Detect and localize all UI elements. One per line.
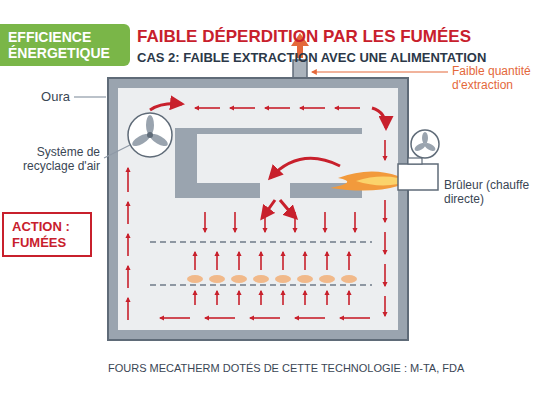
flow-arrow [127, 266, 129, 288]
flow-arrow [270, 158, 340, 178]
flow-arrow [372, 108, 386, 128]
flow-arrow [205, 317, 235, 319]
flow-arrow [127, 168, 129, 192]
flow-arrow [282, 291, 284, 305]
product [341, 275, 357, 283]
air-flow-arrows [128, 104, 386, 320]
oven-housing [108, 78, 408, 340]
flow-arrow [384, 232, 386, 254]
flow-arrow [304, 291, 306, 305]
flow-arrow [384, 264, 386, 286]
flow-arrow [234, 212, 236, 232]
category-banner: EFFICIENCE ÉNERGETIQUE [0, 24, 130, 66]
flow-arrow [238, 291, 240, 305]
part-label: Brûleur (chauffe directe) [444, 178, 546, 207]
flow-arrow [300, 107, 325, 109]
products [187, 275, 357, 283]
flow-arrow [335, 107, 360, 109]
flow-arrow [127, 202, 129, 224]
flow-arrow [204, 212, 206, 232]
caption: FOURS MECATHERM DOTÉS DE CETTE TECHNOLOG… [108, 362, 538, 374]
flow-arrow [127, 234, 129, 256]
recycling-fan [128, 113, 172, 157]
flow-arrow [265, 107, 290, 109]
flow-arrow [384, 140, 386, 160]
flow-arrow [295, 317, 325, 319]
label-text: Oura [6, 89, 70, 105]
conveyor [150, 284, 372, 286]
label-text: Brûleur (chauffe directe) [444, 178, 546, 207]
part-label: Système de recyclage d'air [6, 145, 100, 174]
product [253, 275, 269, 283]
inner-shelf [175, 183, 260, 198]
node-text: EFFICIENCE ÉNERGETIQUE [8, 29, 122, 61]
label-text: Système de recyclage d'air [6, 145, 100, 174]
flow-arrow [348, 252, 350, 270]
flow-arrow [280, 200, 296, 218]
flow-arrow [262, 200, 275, 218]
subtitle: CAS 2: FAIBLE EXTRACTION AVEC UNE ALIMEN… [137, 50, 547, 66]
product [275, 275, 291, 283]
leader-line [74, 96, 106, 97]
flow-arrow [150, 104, 182, 110]
leader-line [312, 71, 448, 72]
callout-label: Faible quantité d'extraction [452, 64, 546, 93]
node-text: ACTION : FUMÉES [12, 219, 82, 250]
part-label: Oura [6, 89, 70, 105]
flow-arrow [354, 212, 356, 232]
caption-text: FOURS MECATHERM DOTÉS DE CETTE TECHNOLOG… [108, 362, 538, 374]
flow-arrow [238, 252, 240, 270]
flow-arrow [194, 252, 196, 270]
product [187, 275, 203, 283]
flow-arrow [194, 291, 196, 305]
flow-arrow [384, 296, 386, 316]
product [231, 275, 247, 283]
conveyor [150, 241, 372, 243]
product [297, 275, 313, 283]
flow-arrow [250, 317, 280, 319]
flow-arrow [260, 291, 262, 305]
action-box: ACTION : FUMÉES [2, 212, 92, 257]
flow-arrow [195, 107, 220, 109]
flow-arrow [160, 317, 190, 319]
flow-arrow [326, 252, 328, 270]
flow-arrow [127, 298, 129, 320]
flow-arrow [216, 252, 218, 270]
title: FAIBLE DÉPERDITION PAR LES FUMÉES [137, 27, 547, 47]
inner-ceiling [197, 128, 362, 134]
flow-arrow [326, 291, 328, 305]
leader-line [104, 145, 130, 158]
label-text: CAS 2: FAIBLE EXTRACTION AVEC UNE ALIMEN… [137, 50, 547, 66]
flow-arrow [282, 252, 284, 270]
flow-arrow [324, 212, 326, 232]
product [209, 275, 225, 283]
flow-arrow [304, 252, 306, 270]
flow-arrow [216, 291, 218, 305]
product [319, 275, 335, 283]
flow-arrow [230, 107, 255, 109]
flow-arrow [348, 291, 350, 305]
title-text: FAIBLE DÉPERDITION PAR LES FUMÉES [137, 27, 547, 47]
flow-arrow [260, 252, 262, 270]
flow-arrow [384, 200, 386, 222]
burner [330, 130, 439, 191]
flow-arrow [340, 317, 370, 319]
label-text: Faible quantité d'extraction [452, 64, 546, 93]
oven-interior [118, 88, 398, 330]
